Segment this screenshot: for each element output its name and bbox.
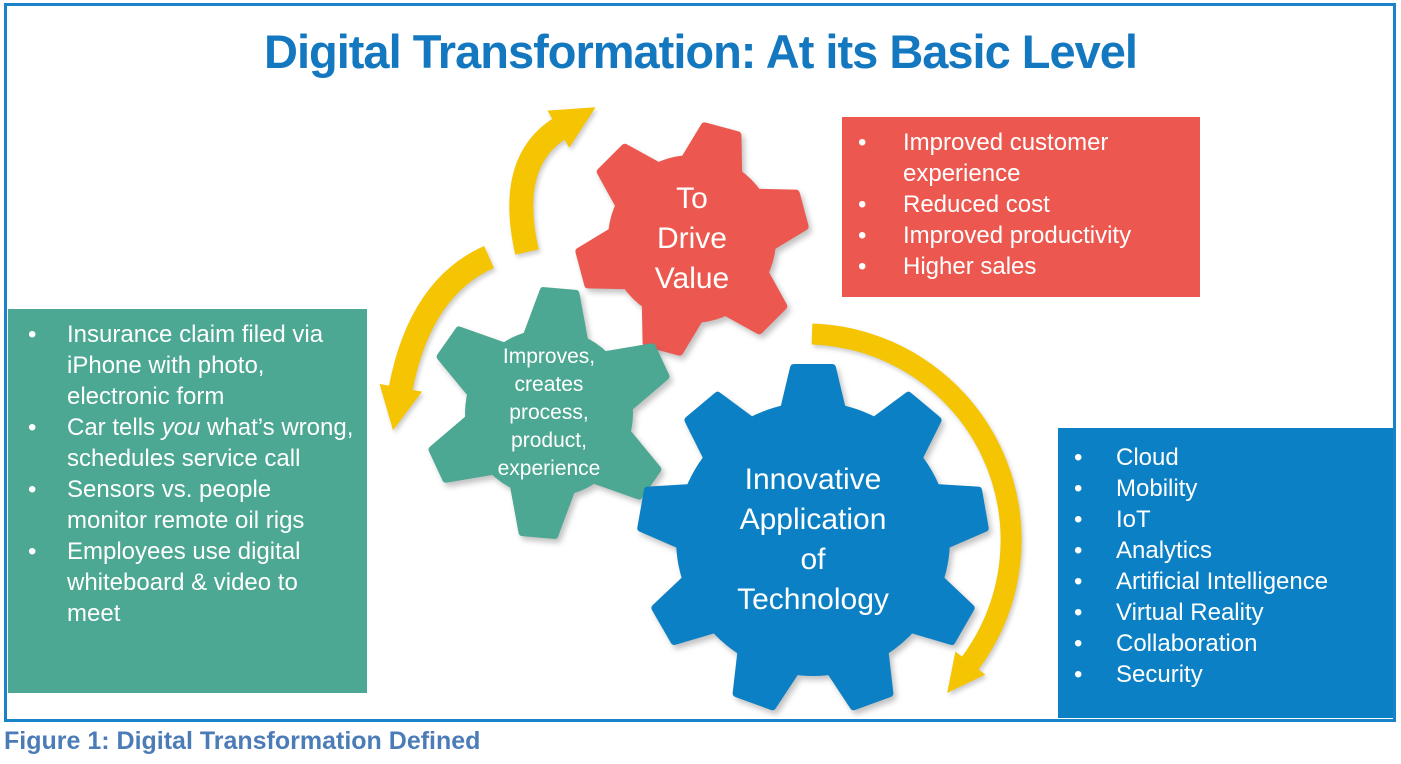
list-item-text: Improved customer experience xyxy=(903,129,1109,187)
gear-technology-label: Innovative Application of Technology xyxy=(737,463,889,616)
list-item: Car tells you what’s wrong, schedules se… xyxy=(8,412,357,474)
curved-arrow-up-icon xyxy=(509,107,596,255)
gear-process-icon xyxy=(428,287,670,539)
list-item-text: Sensors vs. people monitor remote oil ri… xyxy=(67,476,305,534)
list-item-text: Virtual Reality xyxy=(1116,599,1264,626)
examples-box: Insurance claim filed via iPhone with ph… xyxy=(8,309,367,693)
list-item-text: Security xyxy=(1116,661,1203,688)
slide-title: Digital Transformation: At its Basic Lev… xyxy=(264,25,1138,78)
list-item: Reduced cost xyxy=(842,189,1190,220)
list-item: Security xyxy=(1058,659,1383,690)
list-item-text: Collaboration xyxy=(1116,630,1258,657)
gear-technology-icon xyxy=(637,364,989,711)
list-item: Virtual Reality xyxy=(1058,597,1383,628)
list-item-text: Analytics xyxy=(1116,537,1213,564)
list-item-text: Insurance claim filed via iPhone with ph… xyxy=(67,321,324,410)
list-item: Analytics xyxy=(1058,535,1383,566)
list-item-text: Employees use digital whiteboard & video… xyxy=(67,538,301,627)
list-item-text: Cloud xyxy=(1116,444,1179,471)
gear-value-label: To Drive Value xyxy=(654,182,730,295)
figure-caption: Figure 1: Digital Transformation Defined xyxy=(4,727,481,755)
curved-arrow-around-icon xyxy=(811,323,1022,693)
list-item-text: Mobility xyxy=(1116,475,1198,502)
curved-arrow-down-left-icon xyxy=(379,246,495,431)
list-item-text: Artificial Intelligence xyxy=(1116,568,1329,595)
list-item: Sensors vs. people monitor remote oil ri… xyxy=(8,474,357,536)
gear-process-label: Improves, creates process, product, expe… xyxy=(497,345,601,480)
list-item: Collaboration xyxy=(1058,628,1383,659)
list-item: Cloud xyxy=(1058,442,1383,473)
technologies-list: Cloud Mobility IoT Analytics Artificial … xyxy=(1058,428,1393,690)
list-item-text: Reduced cost xyxy=(903,191,1050,218)
list-item-emphasis: you xyxy=(161,414,201,441)
list-item-text: what’s wrong, schedules service call xyxy=(67,414,354,472)
examples-list: Insurance claim filed via iPhone with ph… xyxy=(8,309,367,629)
list-item-text: Improved productivity xyxy=(903,222,1132,249)
list-item: IoT xyxy=(1058,504,1383,535)
list-item-text: IoT xyxy=(1116,506,1151,533)
technologies-box: Cloud Mobility IoT Analytics Artificial … xyxy=(1058,428,1393,718)
list-item: Improved customer experience xyxy=(842,127,1190,189)
list-item: Higher sales xyxy=(842,251,1190,282)
gear-value-icon xyxy=(575,122,809,356)
list-item: Artificial Intelligence xyxy=(1058,566,1383,597)
list-item-text: Higher sales xyxy=(903,253,1037,280)
list-item: Mobility xyxy=(1058,473,1383,504)
outcomes-box: Improved customer experience Reduced cos… xyxy=(842,117,1200,297)
list-item-text: Car tells xyxy=(67,414,162,441)
list-item: Employees use digital whiteboard & video… xyxy=(8,536,357,629)
list-item: Improved productivity xyxy=(842,220,1190,251)
list-item: Insurance claim filed via iPhone with ph… xyxy=(8,319,357,412)
outcomes-list: Improved customer experience Reduced cos… xyxy=(842,117,1200,282)
